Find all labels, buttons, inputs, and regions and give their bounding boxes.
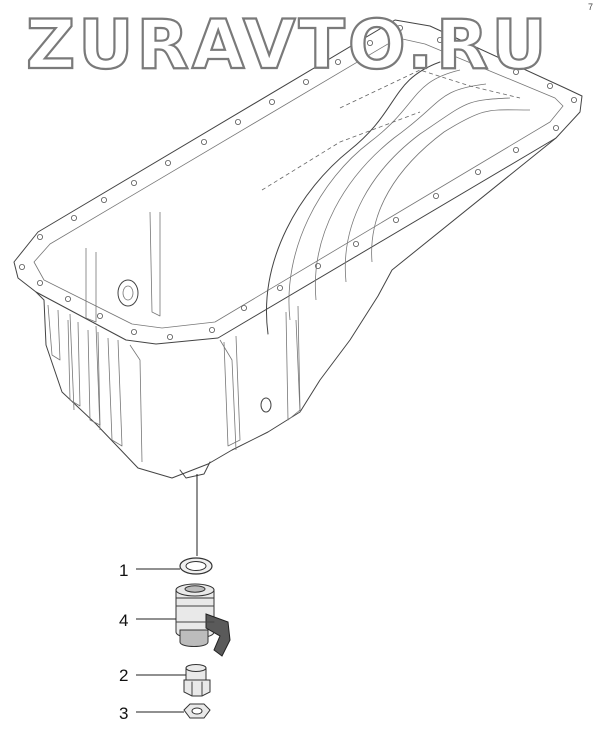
- callout-label-3: 3: [119, 704, 128, 723]
- oil-pan: [13, 19, 583, 479]
- drain-plug: [183, 664, 211, 697]
- pan-flange-inner: [33, 37, 564, 329]
- drain-boss: [179, 461, 211, 479]
- pan-ribs: [47, 211, 301, 447]
- watermark-text: ZURAVTO.RU: [26, 6, 550, 85]
- pan-body-outline: [35, 137, 557, 479]
- callout-1: 1: [119, 561, 180, 580]
- corner-mark: 7: [588, 2, 593, 12]
- pan-baffles: [261, 61, 531, 335]
- sealing-ring: [179, 557, 213, 575]
- drain-valve: [175, 583, 231, 657]
- sump-wall: [69, 313, 301, 463]
- sensor-hole: [260, 397, 272, 413]
- side-port: [117, 279, 139, 307]
- callout-label-1: 1: [119, 561, 128, 580]
- callout-3: 3: [119, 704, 184, 723]
- nut: [183, 703, 211, 719]
- callout-label-2: 2: [119, 666, 128, 685]
- callout-2: 2: [119, 666, 186, 685]
- callout-label-4: 4: [119, 611, 128, 630]
- callout-4: 4: [119, 611, 176, 630]
- pan-flange-outer: [13, 19, 583, 345]
